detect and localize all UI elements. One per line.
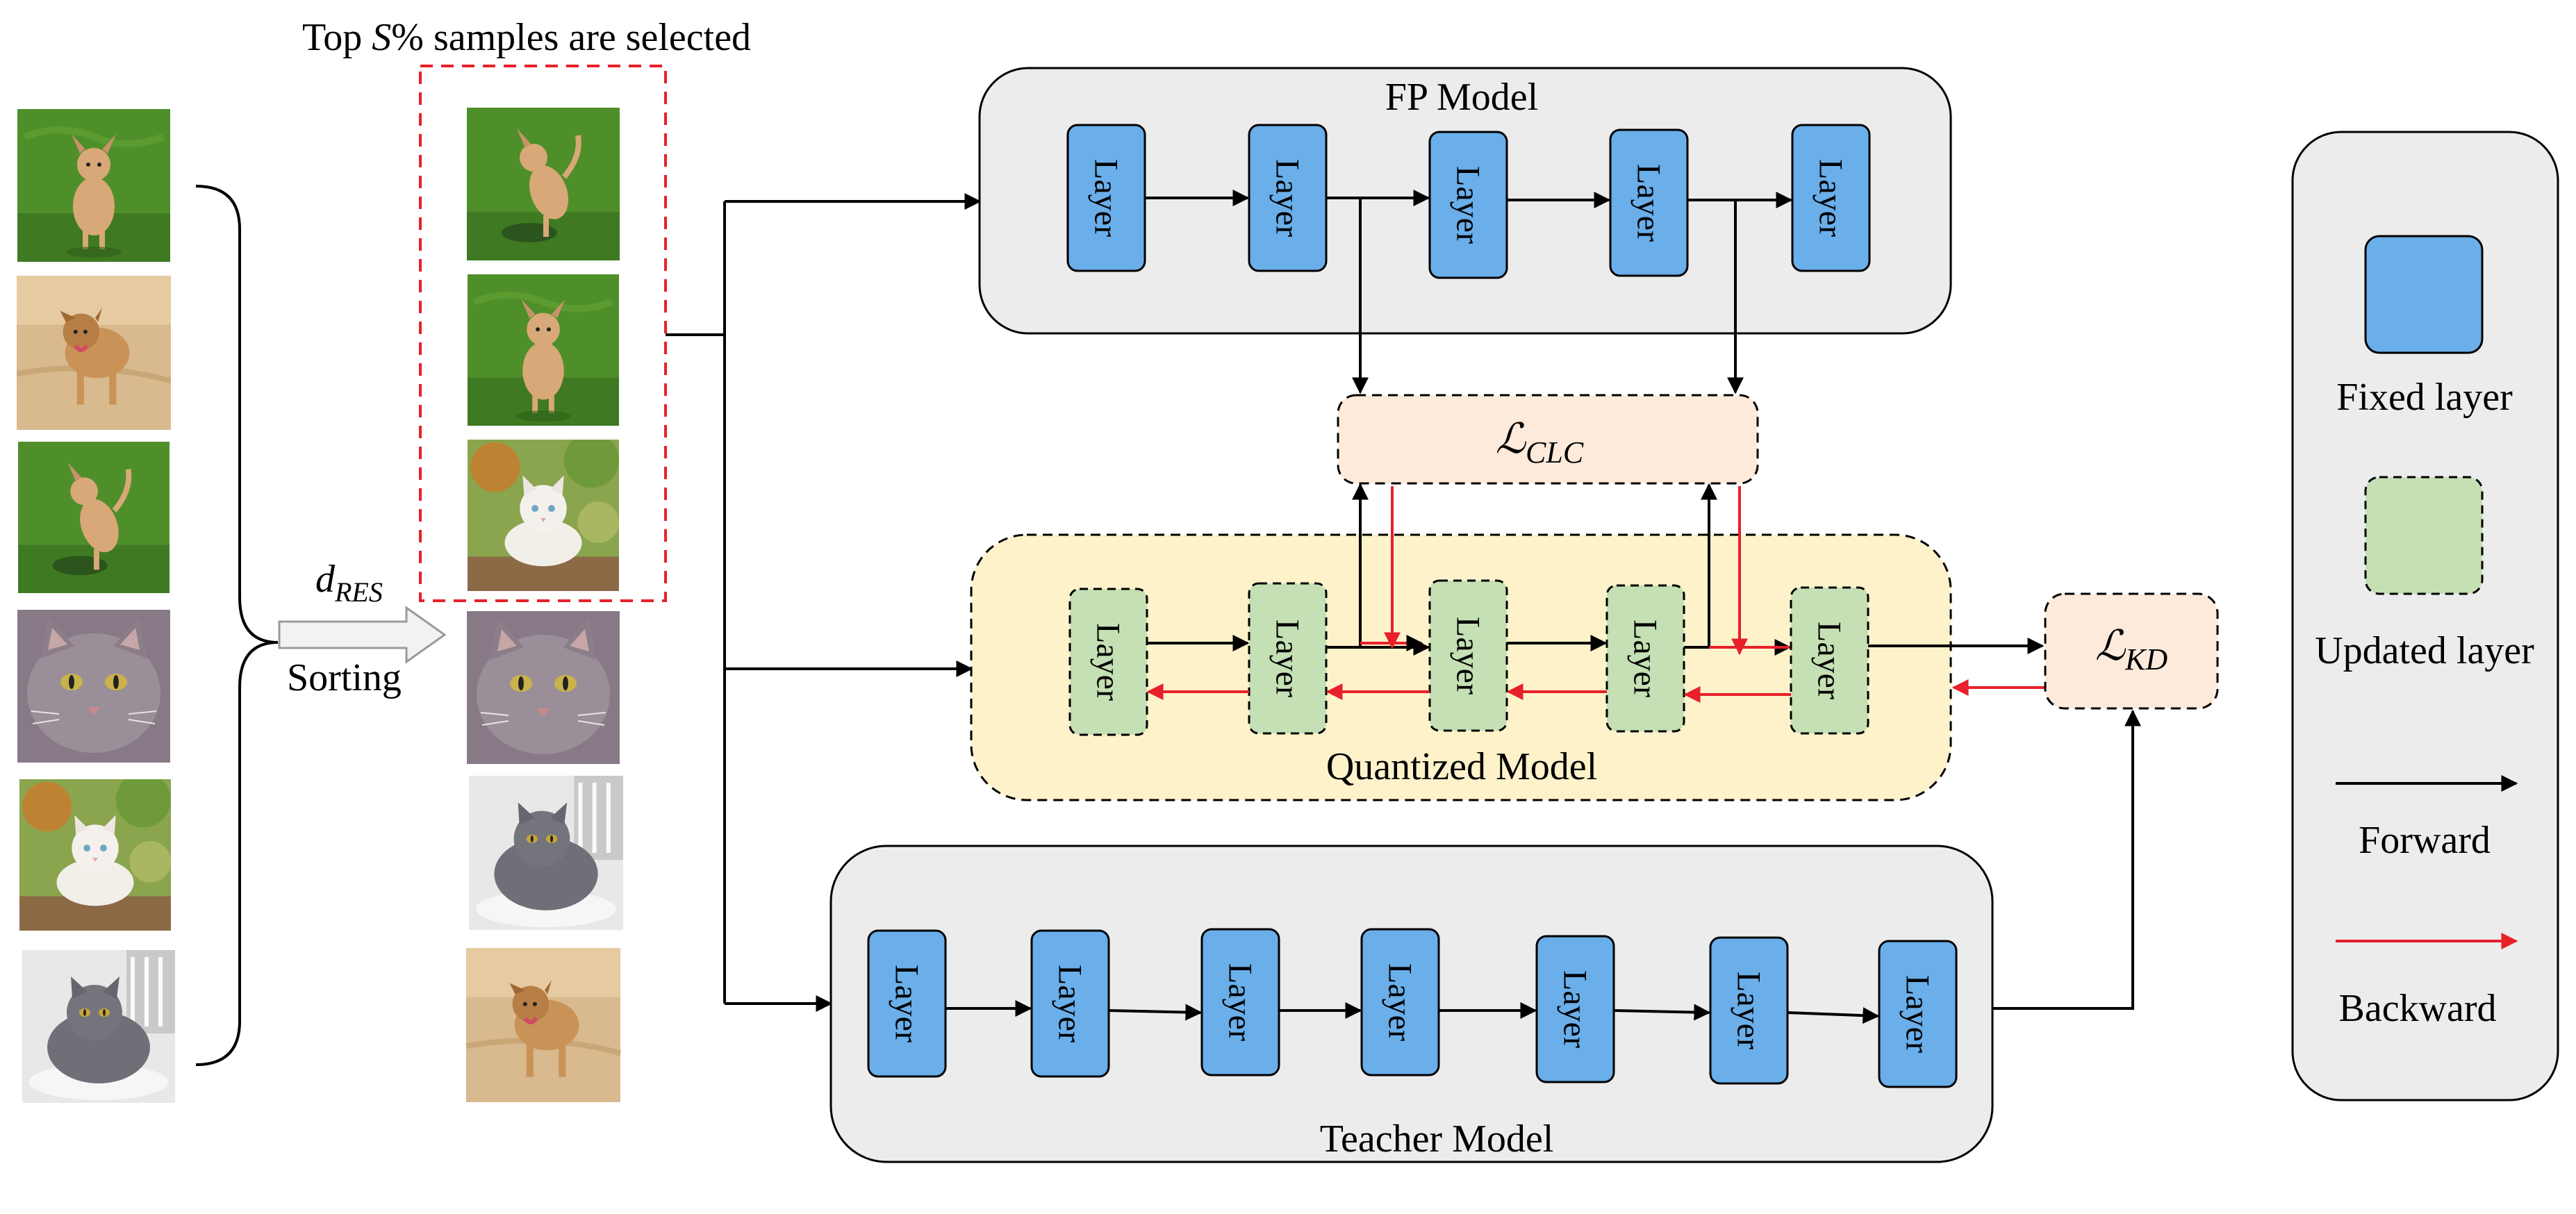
- distribution-lines: [666, 193, 982, 1012]
- quantized-layer-2: Layer: [1248, 582, 1328, 735]
- quantized-layers: Layer Layer Layer Layer Layer: [1068, 579, 1869, 736]
- teacher-layer-2: Layer: [1030, 929, 1110, 1078]
- input-image: [17, 109, 170, 262]
- sorting-label: Sorting: [287, 656, 402, 699]
- sorted-images: [466, 108, 623, 1102]
- quantized-model: Quantized Model Layer Layer Layer Layer …: [970, 533, 2045, 801]
- teacher-layer-6: Layer: [1709, 936, 1789, 1085]
- svg-text:Layer: Layer: [1382, 963, 1419, 1041]
- sorted-image: [468, 440, 619, 591]
- teacher-layer-7: Layer: [1878, 940, 1958, 1088]
- selection-title: Top S% samples are selected: [302, 16, 751, 59]
- quantized-layer-5: Layer: [1790, 586, 1869, 735]
- svg-text:Layer: Layer: [1450, 166, 1487, 244]
- svg-text:Layer: Layer: [1813, 159, 1849, 237]
- sorting-metric: dRES: [315, 558, 383, 608]
- fp-forward-arrows: [1145, 190, 1793, 208]
- legend-forward: Forward: [2336, 775, 2518, 862]
- svg-text:Layer: Layer: [1222, 963, 1259, 1041]
- teacher-layer-4: Layer: [1360, 928, 1440, 1076]
- svg-text:Layer: Layer: [1630, 164, 1667, 242]
- svg-text:Layer: Layer: [1811, 622, 1848, 699]
- input-image: [17, 610, 171, 763]
- legend-backward: Backward: [2336, 933, 2518, 1030]
- sorted-image: [468, 274, 619, 426]
- quantized-layer-3: Layer: [1428, 579, 1508, 732]
- svg-text:Layer: Layer: [1269, 620, 1306, 697]
- sorted-image: [466, 948, 620, 1102]
- clc-loss-label: ℒCLC: [1496, 416, 1584, 469]
- svg-text:Backward: Backward: [2338, 987, 2496, 1030]
- teacher-layer-3: Layer: [1200, 928, 1280, 1076]
- fp-layer-2: Layer: [1248, 124, 1328, 272]
- teacher-layer-1: Layer: [867, 929, 947, 1078]
- clc-loss: ℒCLC: [1337, 394, 1759, 485]
- svg-text:Forward: Forward: [2359, 819, 2491, 862]
- legend: Fixed layer Updated layer Forward Backwa…: [2291, 131, 2559, 1101]
- svg-text:Layer: Layer: [1052, 965, 1089, 1042]
- svg-text:Layer: Layer: [1269, 159, 1306, 237]
- input-images: [17, 109, 175, 1103]
- input-image: [17, 276, 171, 430]
- svg-text:Layer: Layer: [1090, 623, 1127, 701]
- fp-layer-4: Layer: [1609, 128, 1689, 277]
- grouping-brace: [195, 185, 279, 1066]
- quantized-model-title: Quantized Model: [1326, 745, 1597, 788]
- sorted-image: [467, 108, 620, 260]
- sorted-image: [465, 611, 621, 764]
- fp-layer-1: Layer: [1066, 124, 1146, 272]
- svg-text:Updated layer: Updated layer: [2315, 629, 2534, 672]
- input-image: [19, 779, 171, 931]
- teacher-to-kd-arrow: [1992, 709, 2141, 1010]
- quantized-layer-4: Layer: [1605, 584, 1685, 733]
- svg-text:Layer: Layer: [1627, 620, 1664, 697]
- teacher-layer-5: Layer: [1535, 935, 1615, 1083]
- fp-model: FP Model Layer Layer Layer Layer Layer: [978, 67, 1952, 335]
- quantized-layer-1: Layer: [1068, 588, 1148, 736]
- teacher-layers: Layer Layer Layer Layer Layer Layer: [867, 928, 1958, 1088]
- fp-model-title: FP Model: [1385, 76, 1538, 119]
- quantized-to-clc-arrows: [1352, 483, 1717, 647]
- svg-text:Layer: Layer: [1450, 617, 1487, 695]
- legend-updated-layer: Updated layer: [2315, 476, 2534, 672]
- input-image: [18, 442, 170, 593]
- kd-loss: ℒKD: [2044, 592, 2219, 710]
- quantized-backward-arrows: [1146, 679, 2045, 703]
- svg-text:Layer: Layer: [1899, 975, 1936, 1053]
- fp-layer-3: Layer: [1428, 131, 1508, 279]
- fp-to-clc-arrows: [1352, 198, 1744, 394]
- svg-text:Layer: Layer: [1557, 970, 1594, 1048]
- teacher-model: Teacher Model Layer Layer Layer Layer La…: [829, 845, 1994, 1163]
- svg-text:Layer: Layer: [1731, 972, 1767, 1049]
- input-image: [22, 950, 175, 1103]
- svg-text:Layer: Layer: [889, 965, 925, 1042]
- sorted-image: [469, 776, 623, 930]
- fp-layer-5: Layer: [1791, 124, 1871, 272]
- teacher-forward-arrows: [946, 1000, 1880, 1024]
- svg-text:Fixed layer: Fixed layer: [2336, 376, 2513, 419]
- teacher-model-title: Teacher Model: [1320, 1117, 1554, 1161]
- legend-fixed-layer: Fixed layer: [2336, 235, 2513, 419]
- kd-loss-label: ℒKD: [2095, 623, 2168, 676]
- sorting-arrow: [278, 606, 447, 664]
- svg-text:Layer: Layer: [1088, 159, 1125, 237]
- clc-to-quantized-backward: [1360, 486, 1790, 656]
